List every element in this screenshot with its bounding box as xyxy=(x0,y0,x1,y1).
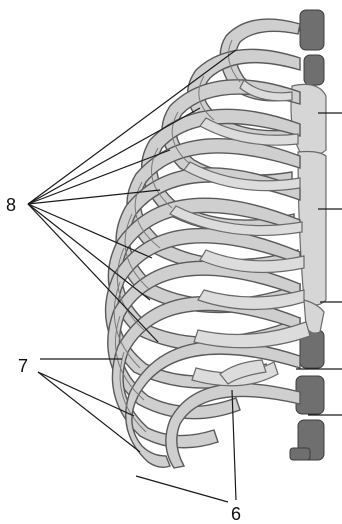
label-8: 8 xyxy=(6,195,16,215)
ribs xyxy=(106,19,300,468)
vertebra-process xyxy=(290,448,310,460)
vertebra xyxy=(304,55,324,85)
label-6: 6 xyxy=(231,504,241,524)
vertebra xyxy=(300,10,324,50)
label-7: 7 xyxy=(18,356,28,376)
costal-cartilage xyxy=(194,322,310,348)
